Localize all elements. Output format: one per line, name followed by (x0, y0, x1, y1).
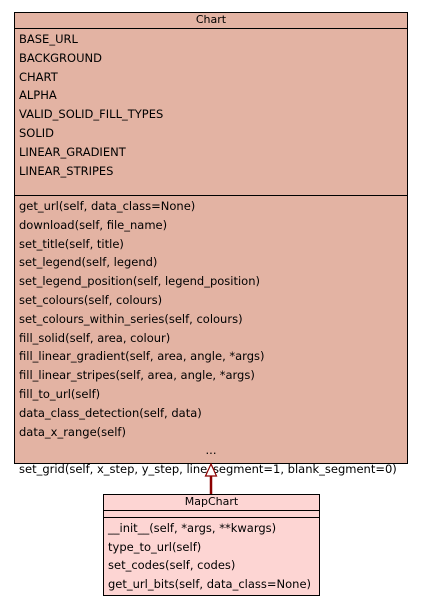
operation: fill_solid(self, area, colour) (19, 330, 171, 345)
class-mapchart-attributes (104, 511, 319, 518)
operation: set_colours_within_series(self, colours) (19, 311, 243, 326)
attribute: BACKGROUND (19, 50, 102, 65)
operation: data_x_range(self) (19, 424, 126, 439)
attribute: LINEAR_STRIPES (19, 163, 114, 178)
class-mapchart-operations: __init__(self, *args, **kwargs) type_to_… (104, 518, 319, 593)
attribute: BASE_URL (19, 32, 78, 46)
class-mapchart: MapChart __init__(self, *args, **kwargs)… (103, 494, 320, 596)
attribute: SOLID (19, 125, 55, 140)
operation: __init__(self, *args, **kwargs) (108, 521, 277, 535)
class-chart: Chart BASE_URL BACKGROUND CHART ALPHA VA… (14, 12, 408, 476)
operation: fill_linear_gradient(self, area, angle, … (19, 349, 265, 364)
operation: data_class_detection(self, data) (19, 405, 202, 420)
operation: download(self, file_name) (19, 217, 168, 232)
operation: type_to_url(self) (108, 539, 202, 554)
operations-ellipsis: ... (205, 443, 217, 458)
operation: set_title(self, title) (19, 236, 124, 251)
operation: get_url_bits(self, data_class=None) (108, 576, 312, 591)
class-mapchart-title: MapChart (104, 495, 319, 511)
attribute: CHART (19, 69, 58, 84)
attribute: VALID_SOLID_FILL_TYPES (19, 107, 164, 122)
operation: set_colours(self, colours) (19, 292, 163, 307)
operation: set_legend(self, legend) (19, 255, 158, 270)
attribute: LINEAR_GRADIENT (19, 144, 126, 159)
operation: set_legend_position(self, legend_positio… (19, 274, 260, 289)
attribute: ALPHA (19, 88, 57, 103)
operation: set_grid(self, x_step, y_step, line_segm… (19, 462, 397, 477)
operation: fill_linear_stripes(self, area, angle, *… (19, 368, 255, 383)
class-chart-operations: get_url(self, data_class=None) download(… (15, 196, 407, 479)
operation: fill_to_url(self) (19, 386, 101, 401)
class-chart-title: Chart (15, 13, 407, 29)
operation: get_url(self, data_class=None) (19, 199, 196, 213)
operation: set_codes(self, codes) (108, 558, 236, 572)
class-chart-attributes: BASE_URL BACKGROUND CHART ALPHA VALID_SO… (15, 29, 407, 196)
